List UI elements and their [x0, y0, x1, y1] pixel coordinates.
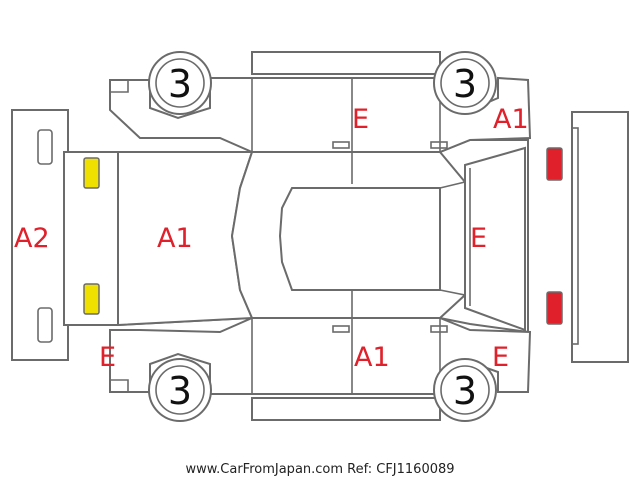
footer-source-text: www.CarFromJapan.com Ref: CFJ1160089 [185, 462, 454, 477]
headlight-mark-top [83, 157, 100, 189]
wheel-front-right-score: 3 [453, 62, 477, 106]
damage-code-left-front-door: A1 [354, 342, 390, 373]
front-bumper [11, 109, 69, 361]
car-body [63, 139, 529, 334]
damage-code-front-bumper: A2 [14, 223, 50, 254]
wheel-front-right: 3 [433, 51, 497, 115]
wheel-rear-right-score: 3 [453, 369, 477, 413]
taillight-mark-bottom [546, 291, 563, 325]
damage-code-left-rear-quarter: E [492, 342, 509, 373]
wheel-front-left: 3 [148, 51, 212, 115]
damage-code-right-rear-quarter: A1 [493, 104, 529, 135]
damage-code-front-left-fender: E [99, 342, 116, 373]
wheel-rear-left-score: 3 [168, 369, 192, 413]
lower-side-panel [109, 290, 532, 421]
wheel-rear-left: 3 [148, 358, 212, 422]
damage-code-trunk: E [470, 223, 487, 254]
wheel-front-left-score: 3 [168, 62, 192, 106]
damage-code-hood: A1 [157, 223, 193, 254]
rear-bumper [571, 111, 629, 363]
headlight-mark-bottom [83, 283, 100, 315]
wheel-rear-right: 3 [433, 358, 497, 422]
damage-code-right-front-door: E [352, 104, 369, 135]
taillight-mark-top [546, 147, 563, 181]
